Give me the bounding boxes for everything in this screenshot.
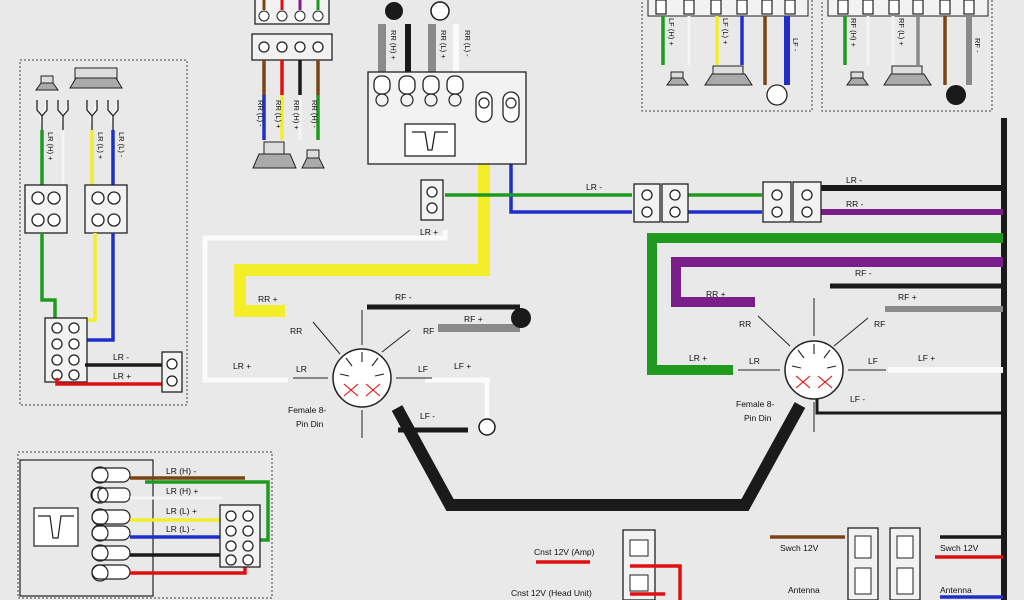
- top-right-speakers-b: [827, 0, 989, 105]
- din-left-rr-plus-label: RR +: [258, 294, 278, 304]
- top-rr-h-plus-label: RR (H) +: [389, 30, 398, 60]
- bus-black-lf-minus: [815, 392, 1003, 415]
- cnst-head-label: Cnst 12V (Head Unit): [511, 588, 592, 598]
- left-lr-l-minus-label: LR (L) -: [117, 132, 126, 158]
- bottom-left-unit: [19, 459, 270, 597]
- rf-minus-label: RF -: [973, 38, 982, 53]
- antenna-right-label: Antenna: [940, 585, 972, 595]
- black-loop-wire: [391, 402, 806, 511]
- swch-left-label: Swch 12V: [780, 543, 819, 553]
- din-left-lf-minus-label: LF -: [420, 411, 435, 421]
- top-right-box-a: [641, 0, 813, 112]
- din-right-caption-1: Female 8-: [736, 399, 774, 409]
- din-right-caption-2: Pin Din: [744, 413, 772, 423]
- din-left-rf-label: RF: [423, 326, 434, 336]
- top-right-box-b: [821, 0, 993, 112]
- wire-cap-rf: [511, 308, 531, 328]
- bus-lr-minus-label: LR -: [846, 175, 862, 185]
- bl-lr-h-plus-label: LR (H) +: [166, 486, 198, 496]
- left-lr-plus-label: LR +: [113, 371, 131, 381]
- bus-purple-rr-plus: [671, 257, 1003, 307]
- top-center-unit: [367, 1, 527, 165]
- bl-lr-l-plus-label: LR (L) +: [166, 506, 197, 516]
- din-left-rf-plus-label: RF +: [464, 314, 483, 324]
- swch-right-label: Swch 12V: [940, 543, 979, 553]
- rf-l-plus-label: RF (L) +: [897, 18, 906, 46]
- rr-l-minus-label: RR (L) -: [256, 100, 265, 127]
- bus-rf-minus-label: RF -: [855, 268, 872, 278]
- din-left-lr-plus-label: LR +: [233, 361, 251, 371]
- bus-lf-minus-label: LF -: [850, 394, 865, 404]
- white-lr-plus-left: [202, 230, 448, 383]
- bus-green-lr-plus: [647, 233, 1003, 375]
- din-right-lf-label: LF: [868, 356, 878, 366]
- blue-wire-top: [509, 128, 632, 214]
- din-connector-left: [293, 310, 432, 438]
- left-lr-l-plus-label: LR (L) +: [96, 132, 105, 160]
- bottom-right-connectors: [770, 527, 1003, 600]
- din-right-rf-label: RF: [874, 319, 885, 329]
- left-speakers: [24, 67, 183, 393]
- top-rr-l-plus-label: RR (L) +: [439, 30, 448, 59]
- top-rear-speakers: [251, 0, 333, 169]
- left-lr-h-plus-label: LR (H) +: [46, 132, 55, 161]
- din-connector-right: [738, 298, 886, 432]
- rf-h-plus-label: RF (H) +: [849, 18, 858, 48]
- mid-lr-plus-label: LR +: [420, 227, 438, 237]
- din-right-rr-label: RR: [739, 319, 751, 329]
- white-lf-plus-left: [425, 377, 490, 420]
- lf-minus-label: LF -: [791, 38, 800, 52]
- wire-cap-lf: [478, 418, 496, 436]
- lf-l-plus-label: LF (L) +: [721, 18, 730, 45]
- din-left-lr-label: LR: [296, 364, 307, 374]
- bus-lf-plus-label: LF +: [918, 353, 935, 363]
- top-right-speakers-a: [647, 0, 809, 106]
- antenna-left-label: Antenna: [788, 585, 820, 595]
- left-lr-minus-label: LR -: [113, 352, 129, 362]
- yellow-wire-main: [234, 128, 490, 317]
- din-right-rr-plus-label: RR +: [706, 289, 726, 299]
- lf-h-plus-label: LF (H) +: [667, 18, 676, 46]
- bl-lr-h-minus-label: LR (H) -: [166, 466, 196, 476]
- din-right-lr-plus-label: LR +: [689, 353, 707, 363]
- mid-lr-minus-label: LR -: [586, 182, 602, 192]
- bus-rf-plus-label: RF +: [898, 292, 917, 302]
- din-left-caption-2: Pin Din: [296, 419, 324, 429]
- bus-rr-minus-label: RR -: [846, 199, 864, 209]
- rr-h-plus-label: RR (H) +: [292, 100, 301, 130]
- din-left-rf-minus-label: RF -: [395, 292, 412, 302]
- din-left-lf-label: LF: [418, 364, 428, 374]
- rr-h-minus-label: RR (H) -: [310, 100, 319, 128]
- din-right-lr-label: LR: [749, 356, 760, 366]
- top-rr-l-minus-label: RR (L) -: [463, 30, 472, 57]
- din-left-caption-1: Female 8-: [288, 405, 326, 415]
- cnst-amp-label: Cnst 12V (Amp): [534, 547, 595, 557]
- right-bus-bar: [1001, 118, 1007, 600]
- bl-lr-l-minus-label: LR (L) -: [166, 524, 195, 534]
- bottom-power-connector: [536, 529, 682, 600]
- din-left-lf-plus-label: LF +: [454, 361, 471, 371]
- rr-l-plus-label: RR (L) +: [274, 100, 283, 129]
- din-left-rr-label: RR: [290, 326, 302, 336]
- middle-connectors: [420, 179, 822, 223]
